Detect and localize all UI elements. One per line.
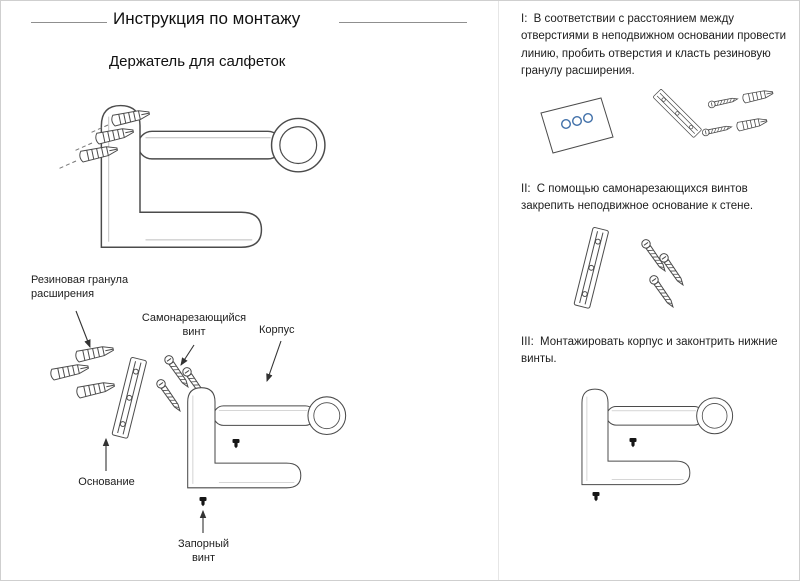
label-base: Основание <box>78 476 135 488</box>
wall-anchor-icon <box>741 87 775 104</box>
screw-icon <box>707 95 739 109</box>
step-1-illustration <box>540 87 775 154</box>
locking-screw-icon <box>232 439 240 449</box>
screw-icon <box>647 273 677 310</box>
leader-line <box>89 124 109 134</box>
pointer-arrow <box>266 340 282 383</box>
wall-anchor-icon <box>735 115 769 132</box>
napkin-holder-icon <box>187 387 347 489</box>
napkin-holder-icon <box>581 388 734 486</box>
locking-screw-icon <box>629 438 637 448</box>
step-3-numeral: III: <box>521 336 534 348</box>
mounting-rail-icon <box>652 88 703 139</box>
screw-icon <box>701 123 733 137</box>
step-3-body: Монтажировать корпус и законтрить нижние… <box>521 336 778 366</box>
label-rubber-granule: Резиновая гранула расширения <box>31 274 129 301</box>
step-1-numeral: I: <box>521 13 528 25</box>
step-3-text: III: Монтажировать корпус и законтрить н… <box>521 334 796 369</box>
page-subtitle: Держатель для салфеток <box>109 53 286 70</box>
label-body: Корпус <box>259 324 295 336</box>
label-self-tapping-screw: Самонарезающийся винт <box>141 312 247 339</box>
exploded-illustration <box>49 310 347 533</box>
step-2-body: С помощью самонарезающихся винтов закреп… <box>521 183 754 213</box>
screw-icon <box>657 251 687 288</box>
step-2-text: II: С помощью самонарезающихся винтов за… <box>521 181 793 216</box>
exploded-diagram: Резиновая гранула расширения Самонарезаю… <box>31 271 376 579</box>
step-2-illustration <box>573 226 687 310</box>
leader-line <box>73 142 93 152</box>
wall-anchor-icon <box>74 343 115 363</box>
pointer-arrow <box>75 310 91 349</box>
step-2-numeral: II: <box>521 183 531 195</box>
napkin-holder-icon <box>100 104 326 248</box>
step-1-body: В соответствии с расстоянием между отвер… <box>521 13 787 77</box>
leader-line <box>57 160 77 170</box>
drill-template-icon <box>540 97 614 154</box>
mounting-rail-icon <box>573 226 610 310</box>
locking-screw-icon <box>592 492 600 502</box>
label-locking-screw: Запорный винт <box>177 538 230 565</box>
wall-anchor-icon <box>49 361 90 381</box>
pointer-arrow <box>180 344 195 366</box>
header-rule-left <box>31 22 107 23</box>
locking-screw-icon <box>199 497 207 507</box>
screw-icon <box>154 377 184 414</box>
page-title: Инструкция по монтажу <box>113 9 301 28</box>
wall-anchor-icon <box>75 379 116 399</box>
column-divider <box>498 1 499 580</box>
mounting-rail-icon <box>111 356 148 440</box>
step-1-text: I: В соответствии с расстоянием между от… <box>521 11 793 80</box>
step-3-illustration <box>581 388 734 502</box>
holder-illustration <box>57 104 326 248</box>
header-rule-right <box>339 22 467 23</box>
